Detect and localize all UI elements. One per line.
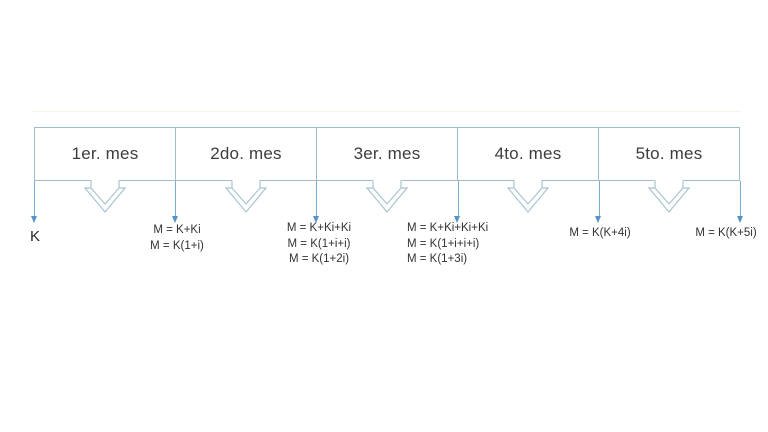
month-cell-1: 1er. mes xyxy=(35,128,176,180)
boundary-arrow-line xyxy=(457,181,459,217)
boundary-arrow-line xyxy=(34,181,35,217)
month-label-2: 2do. mes xyxy=(210,144,282,163)
down-arrow-icon xyxy=(595,216,602,223)
boundary-arrow-line xyxy=(740,181,741,217)
formula-group-month3: M = K+Ki+Ki+Ki M = K(1+i+i+i) M = K(1+3i… xyxy=(407,221,488,268)
formula-line: M = K+Ki xyxy=(153,224,201,236)
month-cell-5: 5to. mes xyxy=(599,128,739,180)
formula-line: M = K(K+5i) xyxy=(695,227,757,239)
down-arrow-icon xyxy=(171,216,178,223)
formula-line: M = K(K+4i) xyxy=(569,227,631,239)
formula-line: M = K(1+i) xyxy=(150,239,204,252)
boundary-arrow-line xyxy=(175,181,177,217)
down-block-arrow-icon xyxy=(648,180,691,213)
boundary-arrow-line xyxy=(598,181,600,217)
capital-label: K xyxy=(29,228,41,245)
formula-line: M = K+Ki+Ki xyxy=(286,222,352,234)
formula-line: M = K(1+i+i+i) xyxy=(407,237,480,250)
formula-line: M = K(1+2i) xyxy=(288,253,350,265)
formula-group-month1: M = K+Ki M = K(1+i) xyxy=(150,223,204,254)
down-block-arrow-icon xyxy=(83,180,126,213)
month-cell-2: 2do. mes xyxy=(176,128,317,180)
month-label-3: 3er. mes xyxy=(353,144,421,163)
month-label-5: 5to. mes xyxy=(635,144,703,163)
formula-group-month5: M = K(K+5i) xyxy=(695,226,756,242)
formula-line: M = K+Ki+Ki+Ki xyxy=(407,222,489,234)
faint-top-line xyxy=(33,111,742,112)
timeline-table: 1er. mes 2do. mes 3er. mes 4to. mes 5to.… xyxy=(34,127,740,181)
formula-group-month2: M = K+Ki+Ki M = K(1+i+i) M = K(1+2i) xyxy=(287,221,351,268)
formula-line: M = K(1+3i) xyxy=(407,253,468,265)
down-block-arrow-icon xyxy=(224,180,267,213)
down-block-arrow-icon xyxy=(507,180,550,213)
down-arrow-icon xyxy=(30,216,37,223)
formula-group-month4: M = K(K+4i) xyxy=(569,226,630,242)
down-arrow-icon xyxy=(454,216,461,223)
down-arrow-icon xyxy=(312,216,319,223)
down-block-arrow-icon xyxy=(366,180,408,213)
month-label-4: 4to. mes xyxy=(494,144,562,163)
formula-line: M = K(1+i+i) xyxy=(287,237,351,250)
month-label-1: 1er. mes xyxy=(71,144,139,163)
month-cell-3: 3er. mes xyxy=(317,128,458,180)
boundary-arrow-line xyxy=(316,181,318,217)
month-cell-4: 4to. mes xyxy=(458,128,599,180)
down-arrow-icon xyxy=(736,216,743,223)
